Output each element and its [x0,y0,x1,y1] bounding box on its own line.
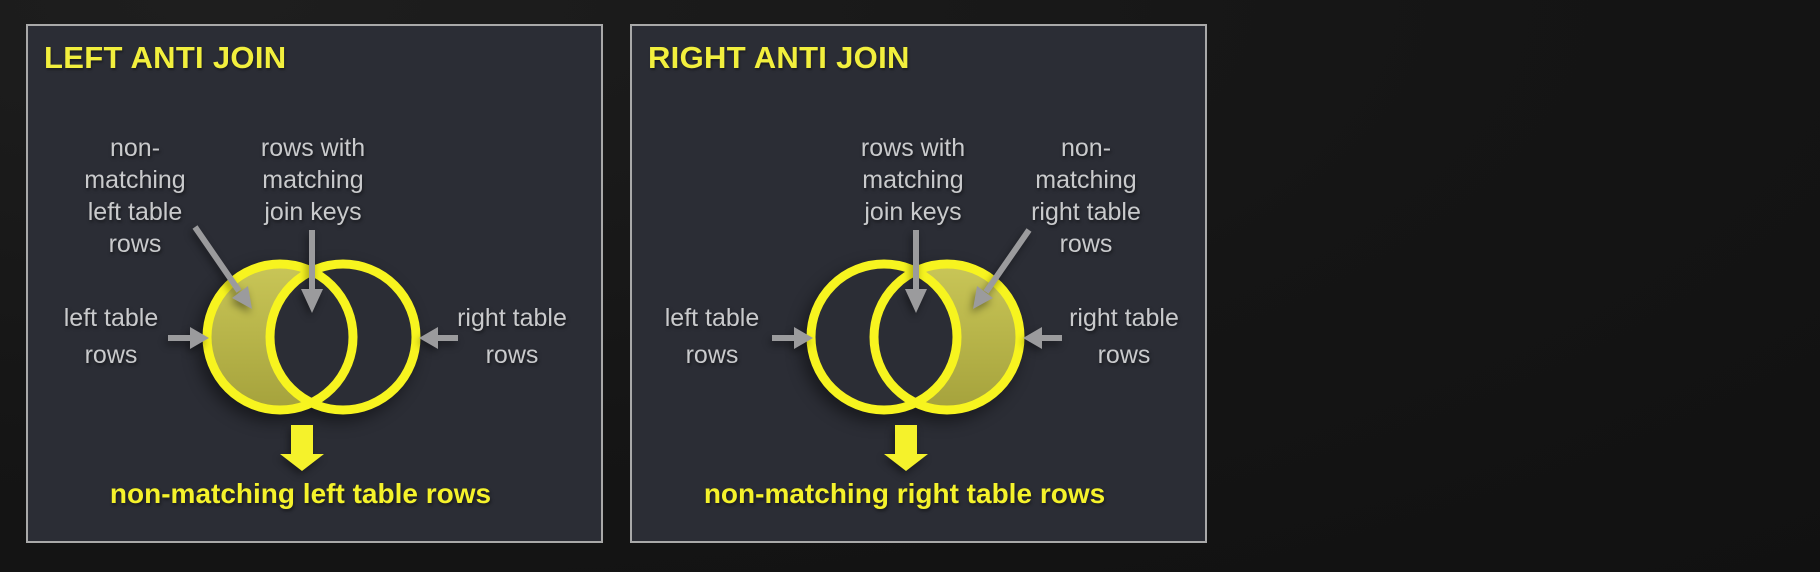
label-left-table-rows: left table rows [664,304,760,369]
panel-title: RIGHT ANTI JOIN [648,40,910,75]
arrow-join-keys-icon [301,230,323,313]
arrow-right-table-icon [1023,327,1062,349]
down-block-arrow-icon [884,425,928,471]
venn-diagram-right-anti [772,228,1062,471]
annotation-arrows [772,228,1062,349]
label-non-matching-right-rows: non- matching right table rows [1031,134,1141,258]
label-matching-join-keys: rows with matching join keys [260,134,366,226]
arrow-join-keys-icon [905,230,927,313]
arrow-non-matching-icon [973,228,1032,309]
arrow-left-table-icon [168,327,209,349]
panel-right-anti-join: RIGHT ANTI JOIN [630,24,1207,543]
label-left-table-rows: left table rows [63,304,159,369]
arrow-right-table-icon [419,327,458,349]
label-right-table-rows: right table rows [457,304,567,369]
label-matching-join-keys: rows with matching join keys [860,134,966,226]
annotation-arrows [168,225,458,349]
result-caption: non-matching left table rows [109,478,492,509]
venn-right-circle [869,259,1025,415]
result-caption: non-matching right table rows [703,478,1106,509]
label-right-table-rows: right table rows [1069,304,1179,369]
panel-left-anti-join: LEFT ANTI JOIN [26,24,603,543]
label-non-matching-left-rows: non- matching left table rows [84,134,186,258]
panel-title: LEFT ANTI JOIN [44,40,287,75]
down-block-arrow-icon [280,425,324,471]
venn-diagram-left-anti [168,225,458,471]
arrow-left-table-icon [772,327,813,349]
arrow-non-matching-icon [192,225,252,309]
venn-right-circle [265,259,421,415]
